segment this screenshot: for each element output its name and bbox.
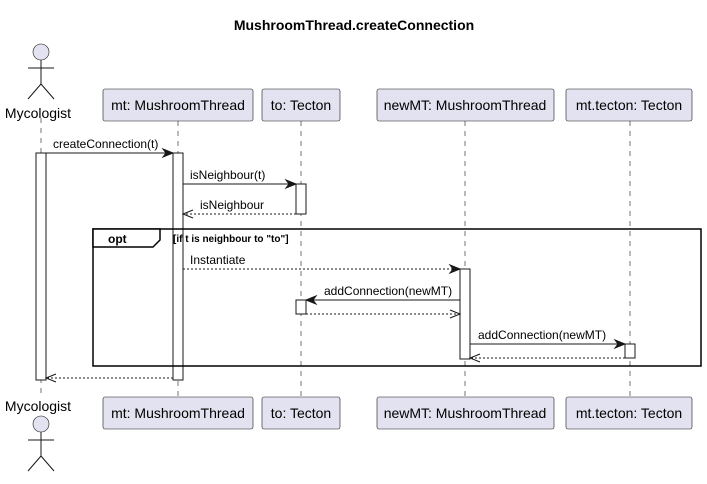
actor-leg-right <box>40 83 55 100</box>
participant-label-newmt-bottom: newMT: MushroomThread <box>384 405 547 421</box>
opt-fragment: opt [if t is neighbour to "to"] <box>92 228 702 367</box>
arrowhead <box>304 294 318 306</box>
activation-to-2 <box>295 299 307 315</box>
actor-leg-left <box>27 83 42 100</box>
opt-keyword: opt <box>108 232 127 246</box>
actor-head <box>32 43 50 61</box>
actor-leg-left <box>27 455 42 472</box>
arrowhead <box>448 263 462 275</box>
participant-box-to <box>261 88 341 122</box>
activation-mycologist <box>35 152 47 381</box>
opt-guard: [if t is neighbour to "to"] <box>173 234 289 245</box>
participant-box-mt <box>102 88 254 122</box>
activations <box>35 152 636 381</box>
diagram-title: MushroomThread.createConnection <box>234 17 474 33</box>
message-label-instantiate: Instantiate <box>190 253 246 267</box>
arrowhead <box>181 209 194 219</box>
message-label-isneighbour-return: isNeighbour <box>200 198 264 212</box>
participant-label-mt: mt: MushroomThread <box>111 97 245 113</box>
participant-label-mt-bottom: mt: MushroomThread <box>111 405 245 421</box>
actor-mycologist-top: Mycologist <box>5 43 71 121</box>
participant-box-to-bottom <box>261 396 341 430</box>
arrowhead <box>161 147 175 159</box>
opt-frame <box>92 228 702 367</box>
participants-top: mt: MushroomThread to: Tecton newMT: Mus… <box>102 88 693 122</box>
actor-label-top: Mycologist <box>5 105 71 121</box>
participant-label-to-bottom: to: Tecton <box>271 405 331 421</box>
message-label-isneighbour-call: isNeighbour(t) <box>190 168 265 182</box>
message-label-addconnection-mttecton: addConnection(newMT) <box>478 328 606 342</box>
participant-box-newmt <box>376 88 555 122</box>
message-label-addconnection-to: addConnection(newMT) <box>324 284 452 298</box>
arrowhead <box>284 178 298 190</box>
message-label-createconnection: createConnection(t) <box>53 137 158 151</box>
arrowhead <box>613 338 627 350</box>
actor-head <box>32 415 50 433</box>
activation-mt <box>172 152 184 381</box>
actor-label-bottom: Mycologist <box>5 398 71 414</box>
activation-newmt <box>459 268 471 360</box>
participant-label-to: to: Tecton <box>271 97 331 113</box>
participant-label-mttecton: mt.tecton: Tecton <box>576 97 682 113</box>
actor-leg-right <box>40 455 55 472</box>
messages: createConnection(t) isNeighbour(t) isNei… <box>44 137 627 383</box>
arrowhead <box>449 309 462 319</box>
participant-box-mttecton <box>565 88 693 122</box>
participant-box-mt-bottom <box>102 396 254 430</box>
activation-to-1 <box>295 183 307 215</box>
participant-label-newmt: newMT: MushroomThread <box>384 97 547 113</box>
arrowhead <box>468 353 481 363</box>
arrowhead <box>44 373 57 383</box>
participant-box-newmt-bottom <box>376 396 555 430</box>
participants-bottom: mt: MushroomThread to: Tecton newMT: Mus… <box>102 396 693 430</box>
actor-mycologist-bottom: Mycologist <box>5 398 71 472</box>
participant-label-mttecton-bottom: mt.tecton: Tecton <box>576 405 682 421</box>
opt-tab <box>92 228 161 248</box>
activation-mttecton <box>624 343 636 359</box>
lifelines <box>40 118 631 397</box>
participant-box-mttecton-bottom <box>565 396 693 430</box>
